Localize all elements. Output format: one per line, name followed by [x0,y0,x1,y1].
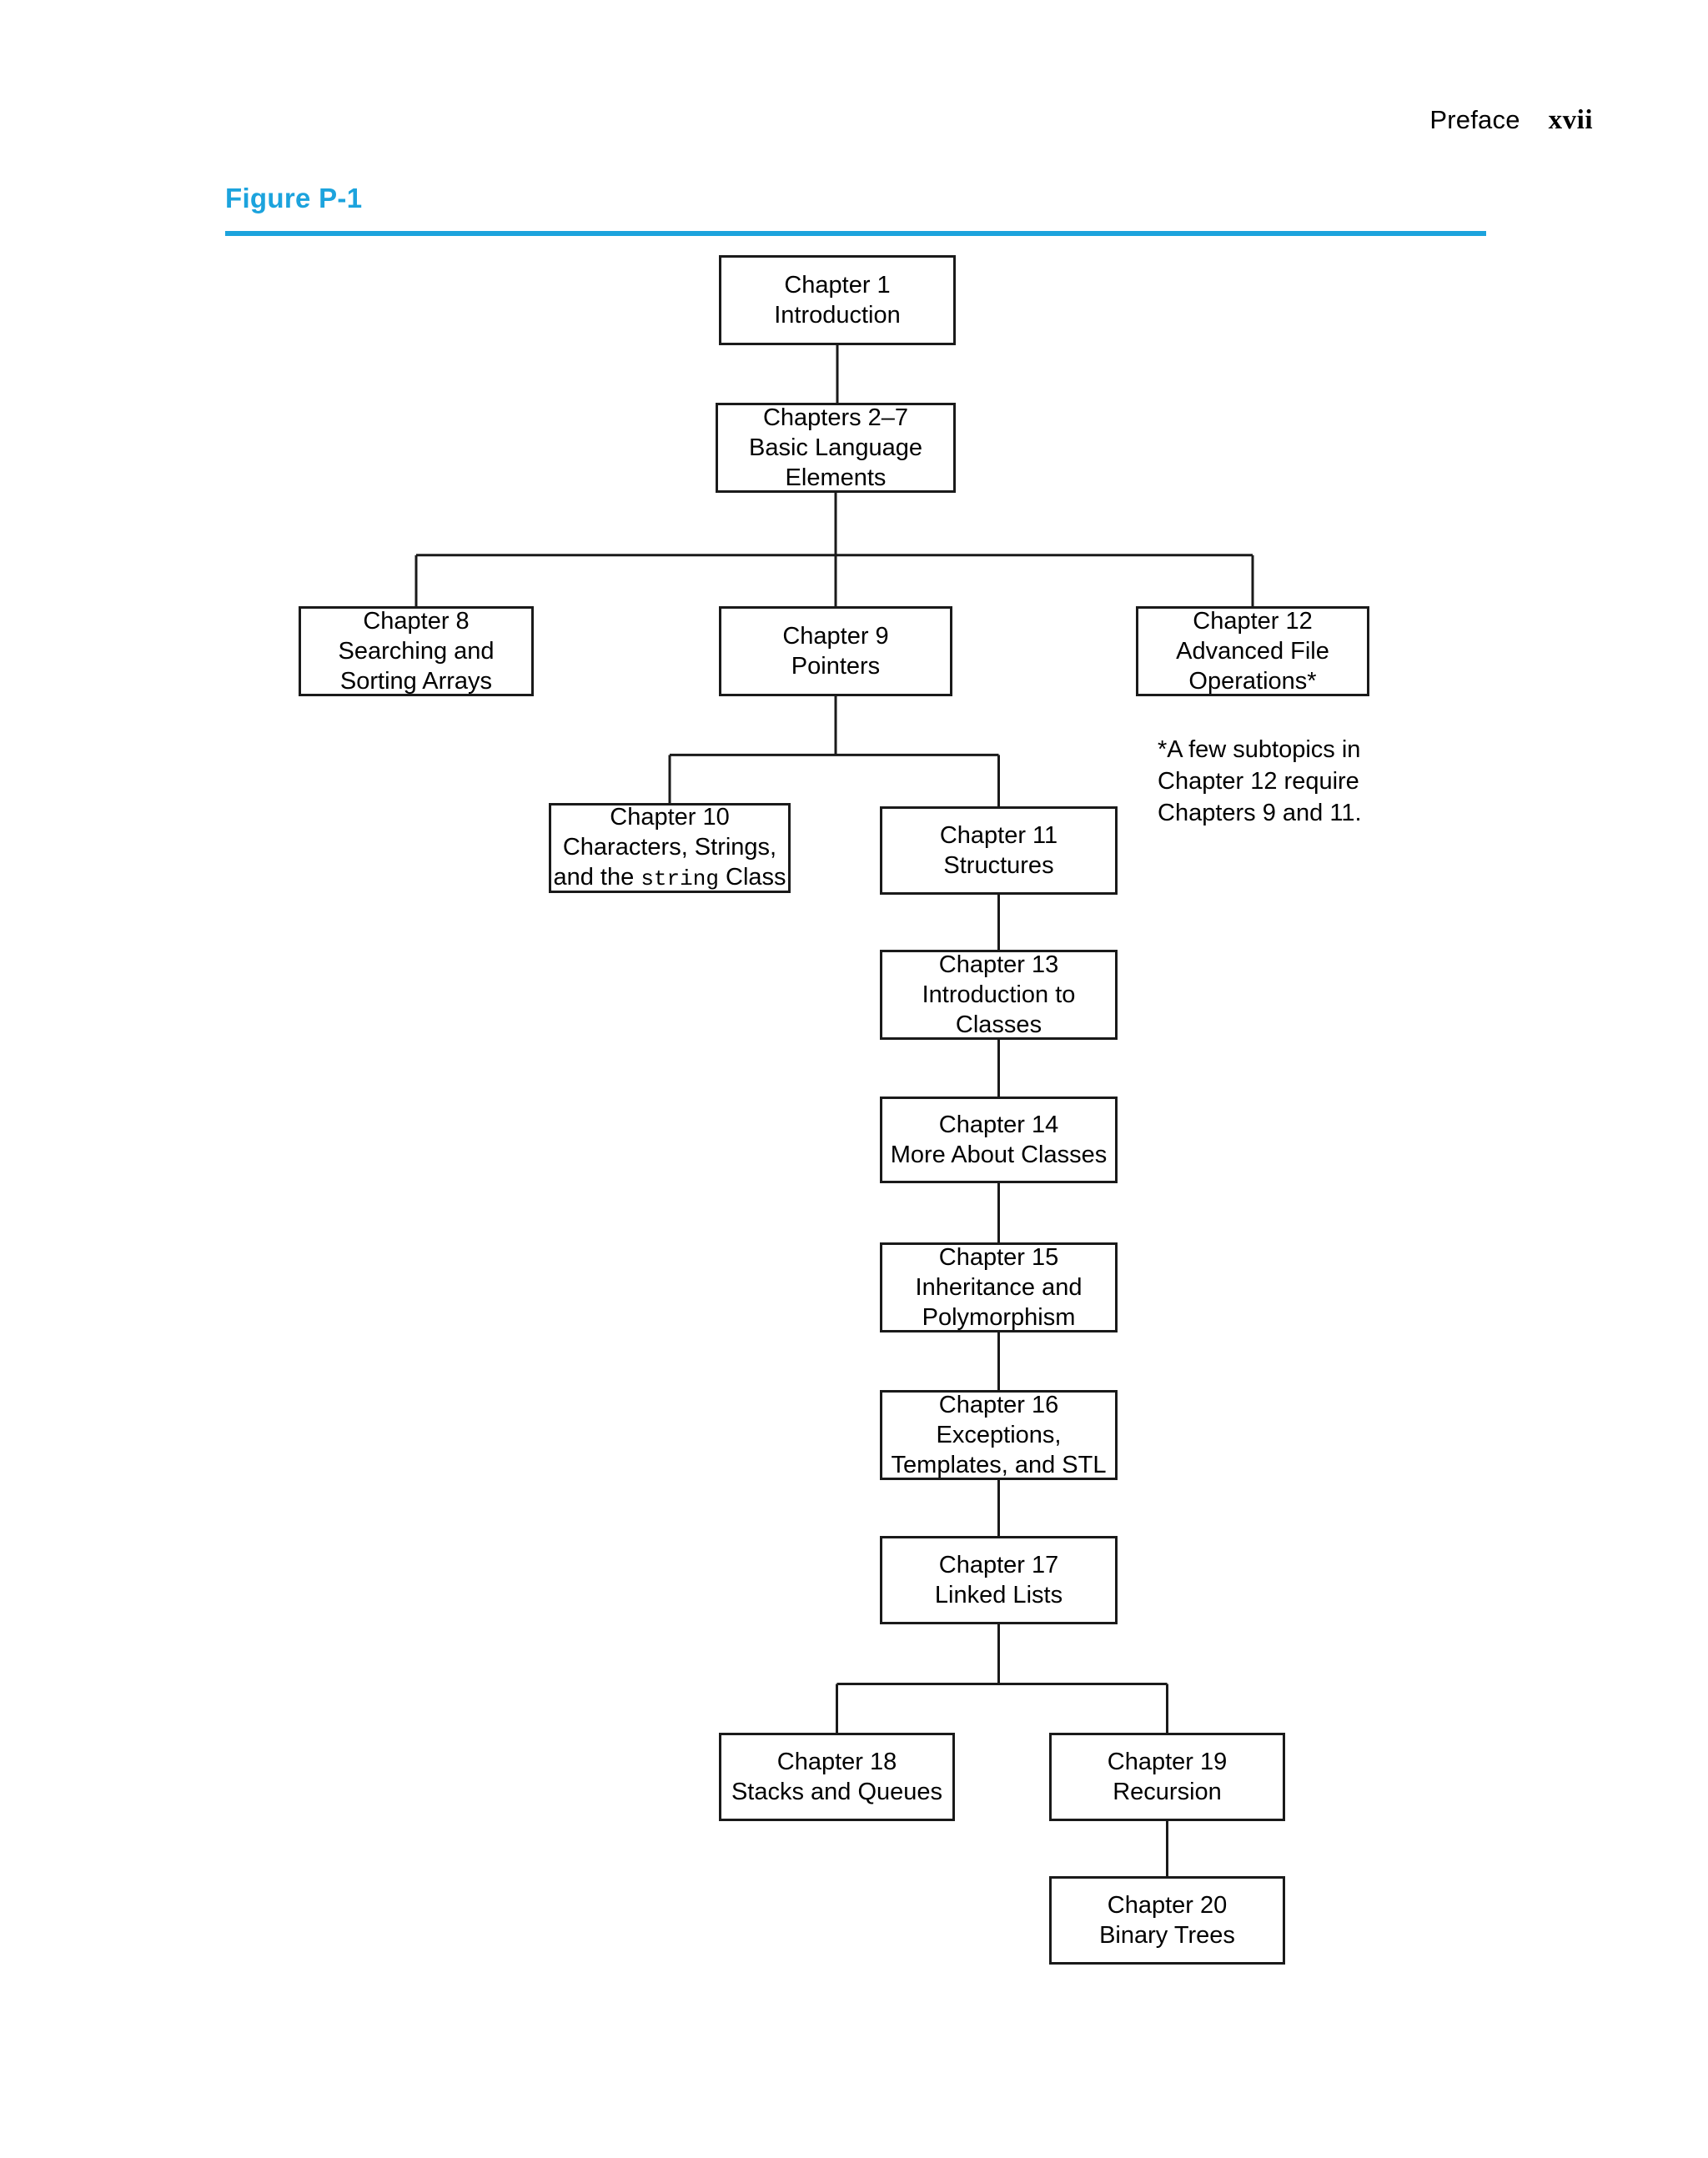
flowchart-node-line: Pointers [791,653,881,680]
flowchart-node-line: Chapter 18 [776,1749,897,1775]
flowchart-node-line: Chapter 14 [938,1112,1059,1138]
flowchart-node-line: Binary Trees [1099,1922,1235,1949]
flowchart-node-line: Chapter 13 [938,951,1059,978]
flowchart-node-ch18: Chapter 18 Stacks and Queues [719,1733,955,1821]
flowchart-node-line: Chapter 11 [939,822,1058,849]
flowchart-node-line: Classes [955,1011,1042,1038]
flowchart-node-line: Elements [785,464,887,491]
flowchart-node-line: Advanced File [1176,638,1329,665]
flowchart-node-line: Introduction to [922,981,1076,1008]
flowchart-node-ch9: Chapter 9 Pointers [719,606,952,696]
flowchart-node-line: Recursion [1113,1779,1222,1805]
flowchart-node-line: and the string Class [553,864,786,891]
flowchart-node-ch10: Chapter 10 Characters, Strings, and the st… [549,803,791,893]
flowchart-node-line: Chapter 8 [363,608,470,635]
flowchart-node-line: Searching and [338,638,495,665]
flowchart-node-ch19: Chapter 19 Recursion [1049,1733,1285,1821]
figure-caption: Figure P-1 [225,183,363,213]
flowchart-node-line: Linked Lists [934,1582,1063,1608]
flowchart-node-line: Chapter 16 [938,1392,1059,1418]
flowchart-node-line: Chapter 19 [1107,1749,1228,1775]
flowchart-node-line: Chapter 20 [1107,1892,1228,1919]
running-head-label: Preface [1429,105,1520,134]
flowchart-node-line: Exceptions, [936,1422,1062,1448]
flowchart-node-line: Chapter 12 [1193,608,1313,635]
code-literal: string [640,866,719,891]
flowchart-node-line: Chapter 9 [782,623,889,650]
flowchart-node-ch14: Chapter 14 More About Classes [880,1097,1118,1183]
figure-rule-divider [225,231,1486,236]
flowchart-node-line: Basic Language [749,434,922,461]
flowchart-node-line: Chapters 2–7 [762,404,909,431]
page-number: xvii [1548,105,1593,135]
flowchart-node-line: Chapter 17 [938,1552,1059,1578]
flowchart-node-ch13: Chapter 13 Introduction to Classes [880,950,1118,1040]
flowchart-node-line: Chapter 10 [610,804,730,831]
flowchart-node-ch20: Chapter 20 Binary Trees [1049,1876,1285,1965]
flowchart-node-line: Sorting Arrays [339,668,493,695]
flowchart-node-ch11: Chapter 11 Structures [880,806,1118,895]
flowchart-node-ch1: Chapter 1 Introduction [719,255,956,345]
flowchart-node-line: Templates, and STL [891,1452,1107,1478]
flowchart-node-line: Structures [943,852,1054,879]
flowchart-node-line: Polymorphism [922,1304,1076,1331]
flowchart-node-line: Chapter 15 [938,1244,1059,1271]
flowchart-node-line: More About Classes [890,1142,1108,1168]
flowchart-node-line: Characters, Strings, [562,834,777,861]
flowchart-node-line: Operations* [1188,668,1317,695]
flowchart-node-ch17: Chapter 17 Linked Lists [880,1536,1118,1624]
running-head: Preface xvii [1429,105,1593,136]
flowchart-node-line: Introduction [774,302,901,329]
flowchart-node-line: Chapter 1 [784,272,891,299]
flowchart-node-ch16: Chapter 16 Exceptions, Templates, and STL [880,1390,1118,1480]
flowchart-node-line: Stacks and Queues [731,1779,943,1805]
flowchart-node-line: Inheritance and [915,1274,1083,1301]
chapter-12-footnote: *A few subtopics in Chapter 12 require C… [1158,736,1362,826]
